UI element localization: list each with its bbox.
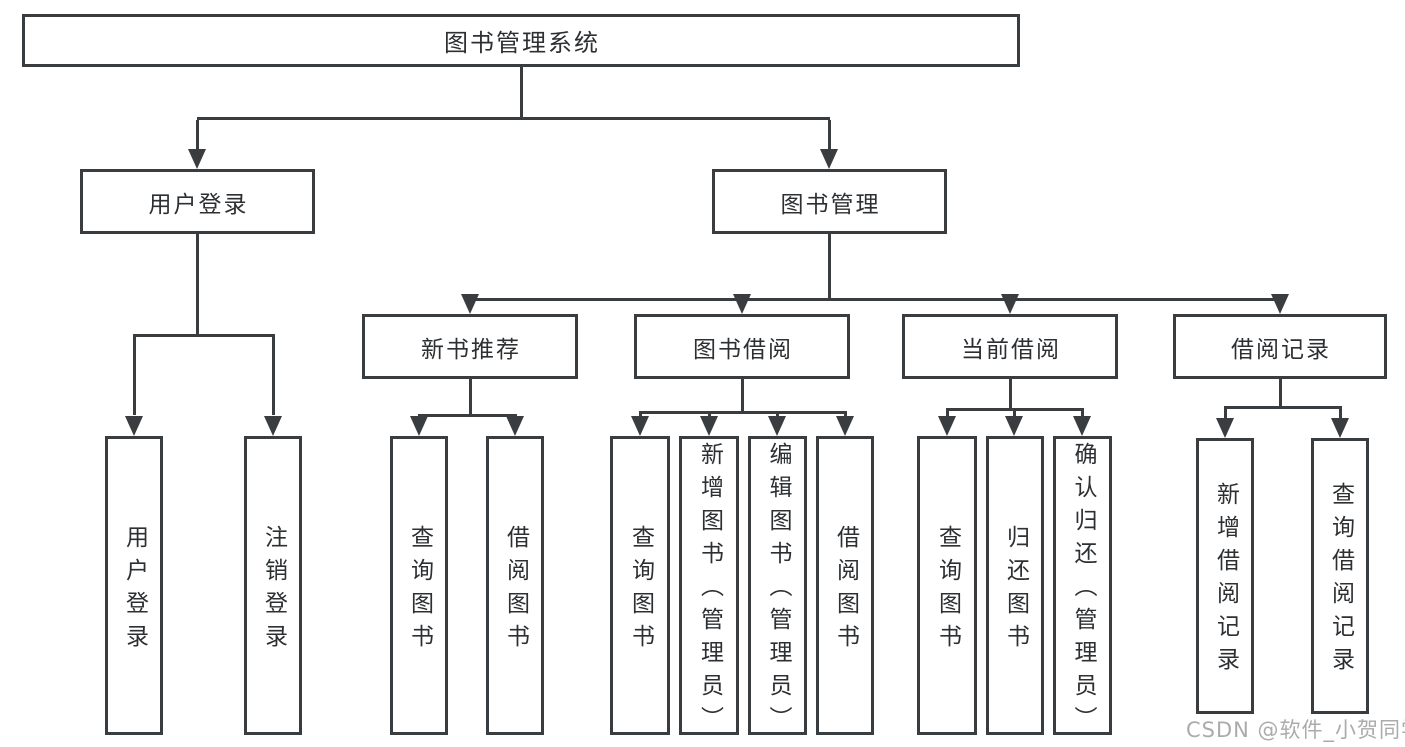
arrow-down-head [125, 416, 143, 436]
arrow-down-head [631, 416, 649, 436]
connector-line [196, 234, 199, 334]
leaf-cb-return-book: 归还图书 [986, 436, 1044, 735]
node-label: 查询图书 [627, 524, 654, 657]
node-label: 图书管理系统 [444, 29, 600, 57]
node-library-system-root: 图书管理系统 [22, 14, 1020, 67]
node-label: 查询图书 [934, 524, 961, 657]
node-label: 借阅记录 [1231, 336, 1331, 363]
node-label: 查询图书 [406, 524, 433, 657]
arrow-stem [639, 411, 642, 418]
connector-line [197, 117, 830, 120]
node-label: 当前借阅 [961, 336, 1061, 363]
arrow-stem [133, 337, 136, 415]
node-label: 借阅图书 [502, 524, 529, 657]
node-new-book-recommend: 新书推荐 [362, 314, 578, 379]
node-user-login: 用户登录 [80, 169, 315, 234]
arrow-down-head [700, 416, 718, 436]
node-label: 编辑图书（管理员） [765, 442, 791, 739]
arrow-stem [946, 408, 949, 418]
connector-line [1009, 379, 1012, 408]
node-label: 注销登录 [260, 524, 287, 657]
arrow-stem [196, 120, 199, 152]
connector-line [1279, 379, 1282, 406]
leaf-rc-query-record: 查询借阅记录 [1311, 438, 1369, 714]
arrow-down-head [410, 416, 428, 436]
arrow-down-head [768, 416, 786, 436]
leaf-user-login: 用户登录 [105, 436, 163, 735]
arrow-down-head [264, 416, 282, 436]
csdn-watermark: CSDN @软件_小贺同学 [1186, 718, 1405, 742]
connector-line [520, 67, 523, 117]
arrow-stem [708, 411, 711, 418]
arrow-down-head [820, 149, 838, 169]
leaf-rc-add-record: 新增借阅记录 [1196, 438, 1254, 714]
connector-line [469, 298, 1281, 301]
arrow-down-head [733, 294, 751, 314]
node-label: 用户登录 [148, 191, 249, 218]
leaf-cb-query-book: 查询图书 [917, 436, 977, 735]
arrow-down-head [188, 149, 206, 169]
connector-line [741, 379, 744, 411]
arrow-stem [1224, 406, 1227, 420]
arrow-stem [1081, 408, 1084, 418]
arrow-stem [1013, 408, 1016, 418]
arrow-down-head [1001, 294, 1019, 314]
node-book-borrowing: 图书借阅 [634, 314, 850, 379]
node-label: 查询借阅记录 [1327, 482, 1354, 680]
node-label: 图书管理 [780, 191, 881, 218]
node-label: 确认归还（管理员） [1070, 442, 1096, 739]
node-current-borrowing: 当前借阅 [902, 314, 1118, 379]
leaf-logout: 注销登录 [244, 436, 302, 735]
connector-line [828, 234, 831, 298]
arrow-down-head [1005, 416, 1023, 436]
arrow-down-head [1271, 294, 1289, 314]
node-label: 新书推荐 [421, 336, 521, 363]
arrow-down-head [461, 294, 479, 314]
arrow-down-head [1331, 418, 1349, 438]
arrow-down-head [1073, 416, 1091, 436]
connector-line [418, 414, 516, 417]
connector-line [469, 379, 472, 414]
leaf-bw-query-book: 查询图书 [610, 436, 670, 735]
leaf-nb-borrow-book: 借阅图书 [486, 436, 544, 735]
arrow-stem [828, 120, 831, 152]
leaf-nb-query-book: 查询图书 [390, 436, 448, 735]
arrow-down-head [1216, 418, 1234, 438]
connector-line [133, 334, 275, 337]
arrow-stem [844, 411, 847, 418]
node-label: 新增图书（管理员） [696, 442, 723, 739]
node-label: 新增借阅记录 [1212, 482, 1239, 680]
node-borrowing-records: 借阅记录 [1173, 314, 1387, 379]
node-label: 借阅图书 [832, 524, 859, 657]
leaf-bw-add-book-admin: 新增图书（管理员） [679, 436, 739, 739]
arrow-stem [776, 411, 779, 418]
node-book-management: 图书管理 [712, 169, 947, 234]
arrow-down-head [506, 416, 524, 436]
leaf-bw-edit-book-admin: 编辑图书（管理员） [748, 436, 807, 739]
node-label: 归还图书 [1002, 524, 1029, 657]
arrow-stem [272, 337, 275, 415]
node-label: 图书借阅 [693, 336, 793, 363]
leaf-bw-borrow-book: 借阅图书 [816, 436, 874, 735]
connector-line [1224, 406, 1341, 409]
arrow-stem [1339, 406, 1342, 420]
leaf-cb-confirm-return-admin: 确认归还（管理员） [1053, 436, 1112, 739]
arrow-down-head [938, 416, 956, 436]
node-label: 用户登录 [121, 524, 148, 657]
connector-line [639, 411, 846, 414]
arrow-down-head [836, 416, 854, 436]
